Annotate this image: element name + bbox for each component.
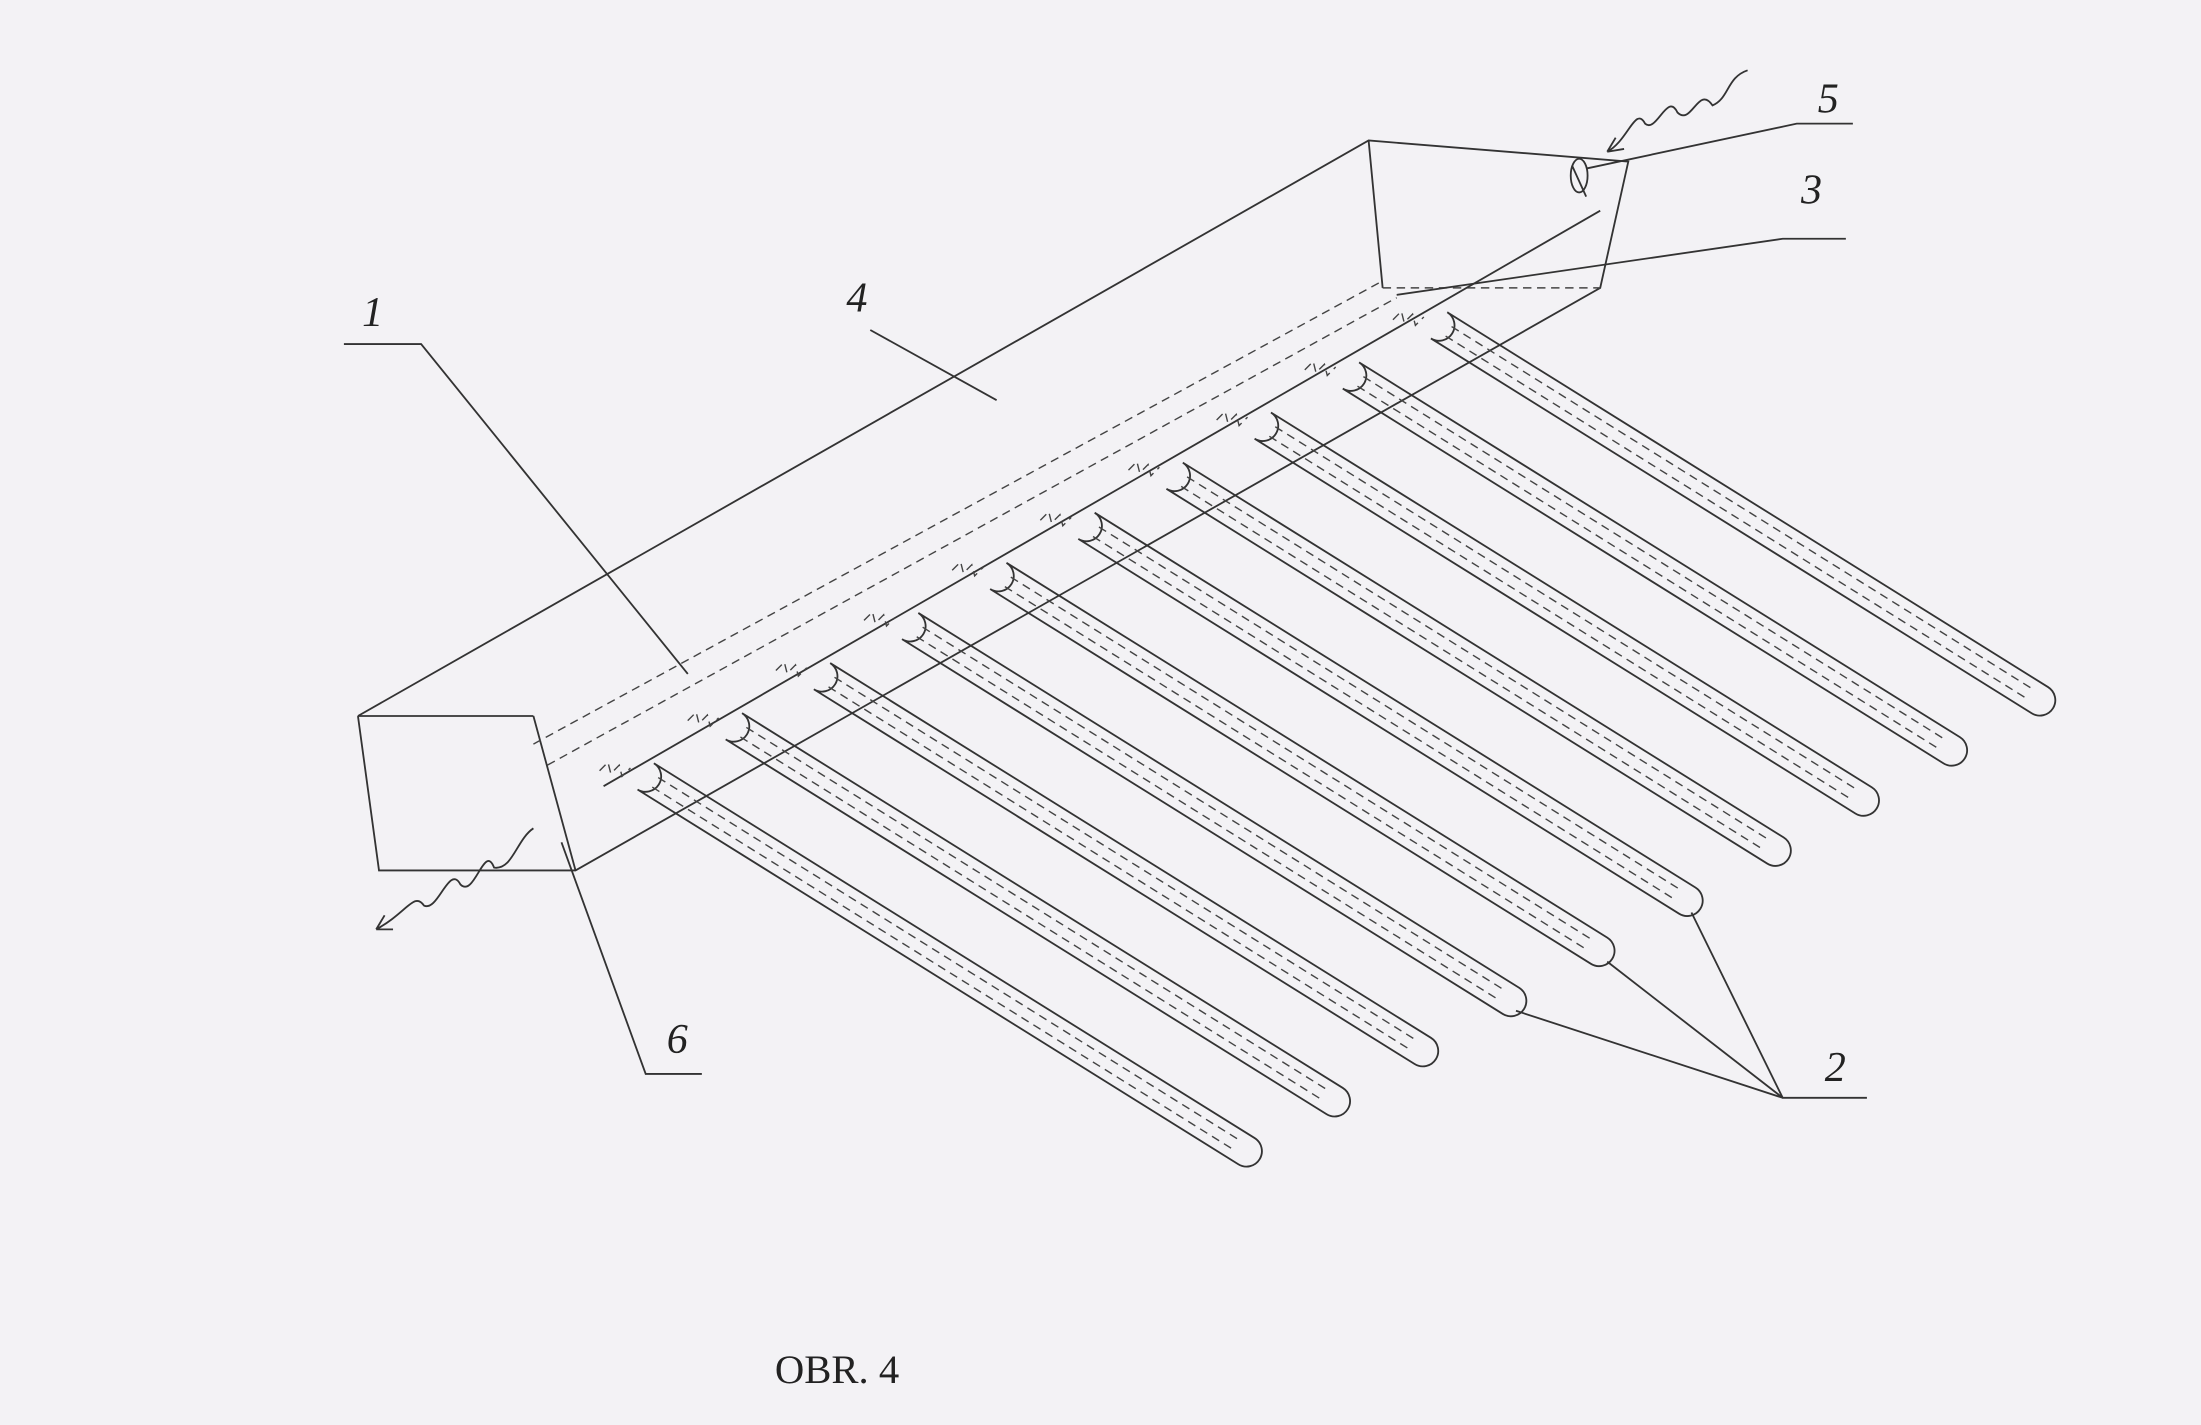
flow-arrow-icon — [1304, 360, 1337, 377]
outlet-arrow-icon — [375, 827, 534, 931]
housing-box — [357, 139, 1630, 872]
tube-outline — [1165, 461, 1792, 867]
flow-arrow-icon — [775, 660, 808, 678]
flow-arrow-icon — [951, 560, 984, 578]
tube — [775, 660, 1439, 1068]
flow-arrow-icon — [1392, 309, 1425, 327]
tube-outline — [1077, 511, 1704, 917]
tube — [1392, 309, 2057, 717]
tube-inner-line — [1180, 485, 1764, 850]
flow-arrow-icon — [687, 710, 720, 728]
tube-inner-line — [1451, 325, 2034, 691]
tube-outline — [1430, 311, 2057, 717]
tube-inner-line — [1357, 385, 1940, 750]
figure-caption: OBR. 4 — [775, 1347, 899, 1392]
tube-inner-line — [1186, 476, 1770, 841]
tube — [1039, 510, 1704, 917]
tube-inner-line — [651, 786, 1235, 1151]
tube-inner-line — [828, 686, 1411, 1051]
tube-outline — [901, 612, 1528, 1018]
leader-lines — [343, 122, 1867, 1099]
tube-inner-line — [1092, 535, 1676, 901]
label-4: 4 — [846, 275, 867, 322]
tube-outline — [813, 662, 1439, 1068]
label-2: 2 — [1825, 1044, 1846, 1091]
tube-outline — [637, 762, 1263, 1168]
tube-inner-line — [1363, 376, 1946, 741]
tube — [951, 560, 1616, 967]
tube — [1304, 360, 1968, 767]
tube-inner-line — [922, 626, 1505, 991]
tube-outline — [725, 712, 1351, 1118]
tube-inner-line — [1445, 335, 2028, 700]
tube-inner-line — [1268, 435, 1852, 800]
tube-outline — [1342, 361, 1968, 767]
tube-outline — [1254, 411, 1880, 817]
flow-arrow-icon — [863, 610, 896, 628]
tube — [1216, 410, 1880, 817]
flow-arrow-icon — [1127, 460, 1160, 478]
label-1: 1 — [362, 289, 383, 336]
tube-inner-line — [916, 636, 1499, 1001]
tube-inner-line — [657, 776, 1241, 1142]
tube-inner-line — [834, 676, 1417, 1041]
tube — [687, 710, 1351, 1118]
tube-inner-line — [740, 736, 1323, 1101]
tube-array — [599, 309, 2057, 1168]
flow-arrow-icon — [1039, 510, 1072, 528]
tube-inner-line — [745, 726, 1329, 1091]
tube — [863, 610, 1528, 1018]
tube-outline — [989, 562, 1616, 967]
label-6: 6 — [667, 1016, 688, 1063]
inlet-arrow-icon — [1606, 69, 1748, 153]
tube — [1127, 460, 1792, 867]
tube-inner-line — [1098, 526, 1682, 891]
label-3: 3 — [1800, 167, 1822, 214]
flow-arrow-icon — [1216, 410, 1249, 427]
tube-inner-line — [1004, 586, 1587, 951]
tube-inner-line — [1010, 576, 1593, 941]
label-5: 5 — [1818, 75, 1839, 122]
tube-inner-line — [1274, 426, 1858, 791]
flow-arrow-icon — [599, 760, 631, 778]
tube — [599, 760, 1263, 1168]
